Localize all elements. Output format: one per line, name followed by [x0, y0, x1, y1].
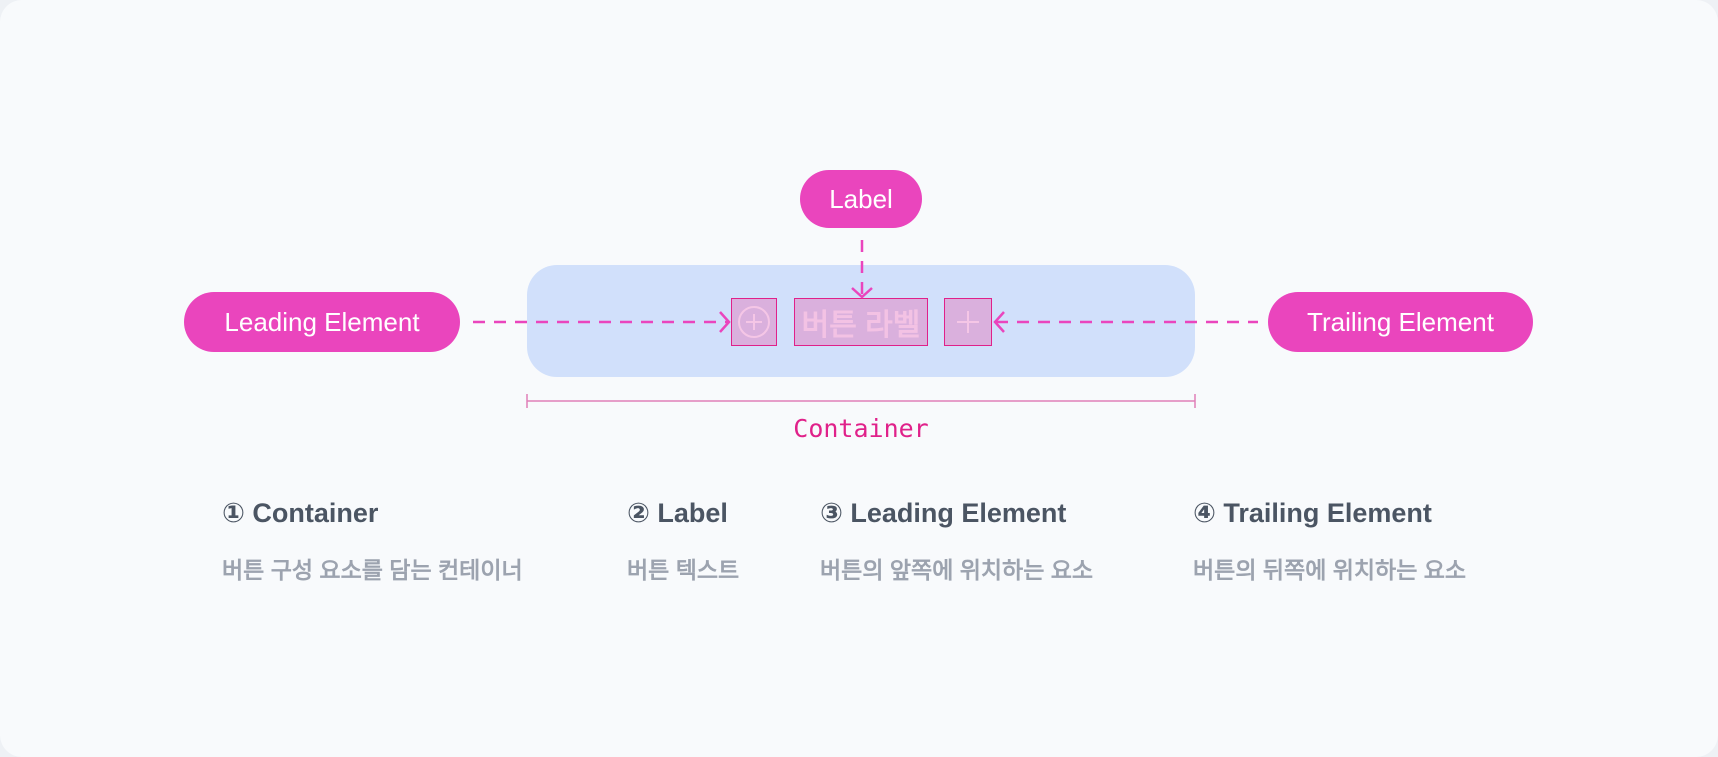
plus-icon: [957, 311, 979, 333]
legend-desc: 버튼 텍스트: [627, 557, 740, 583]
button-label-text: 버튼 라벨: [801, 309, 921, 342]
container-dimension-label: Container: [793, 414, 929, 443]
legend-desc: 버튼 구성 요소를 담는 컨테이너: [222, 557, 523, 583]
container-dimension: [526, 394, 1196, 408]
leading-element-box: [731, 298, 777, 346]
legend-desc: 버튼의 뒤쪽에 위치하는 요소: [1193, 557, 1467, 583]
legend-desc: 버튼의 앞쪽에 위치하는 요소: [820, 557, 1094, 583]
legend-title: ③ Leading Element: [820, 498, 1067, 528]
trailing-callout: Trailing Element: [1268, 292, 1533, 352]
legend-title: ④ Trailing Element: [1193, 498, 1432, 528]
legend-item-trailing: ④ Trailing Element 버튼의 뒤쪽에 위치하는 요소: [1193, 498, 1466, 585]
trailing-element-box: [944, 298, 992, 346]
leading-arrowhead: [719, 311, 731, 333]
legend-item-container: ① Container 버튼 구성 요소를 담는 컨테이너: [222, 498, 523, 585]
label-arrowhead: [851, 287, 873, 299]
label-box: 버튼 라벨: [794, 298, 928, 346]
leading-callout: Leading Element: [184, 292, 460, 352]
legend-item-leading: ③ Leading Element 버튼의 앞쪽에 위치하는 요소: [820, 498, 1093, 585]
trailing-arrowhead: [993, 311, 1005, 333]
label-callout: Label: [800, 170, 922, 228]
legend-item-label: ② Label 버튼 텍스트: [627, 498, 739, 585]
plus-circle-icon: [738, 306, 770, 338]
legend-title: ② Label: [627, 498, 728, 528]
legend-title: ① Container: [222, 498, 379, 528]
